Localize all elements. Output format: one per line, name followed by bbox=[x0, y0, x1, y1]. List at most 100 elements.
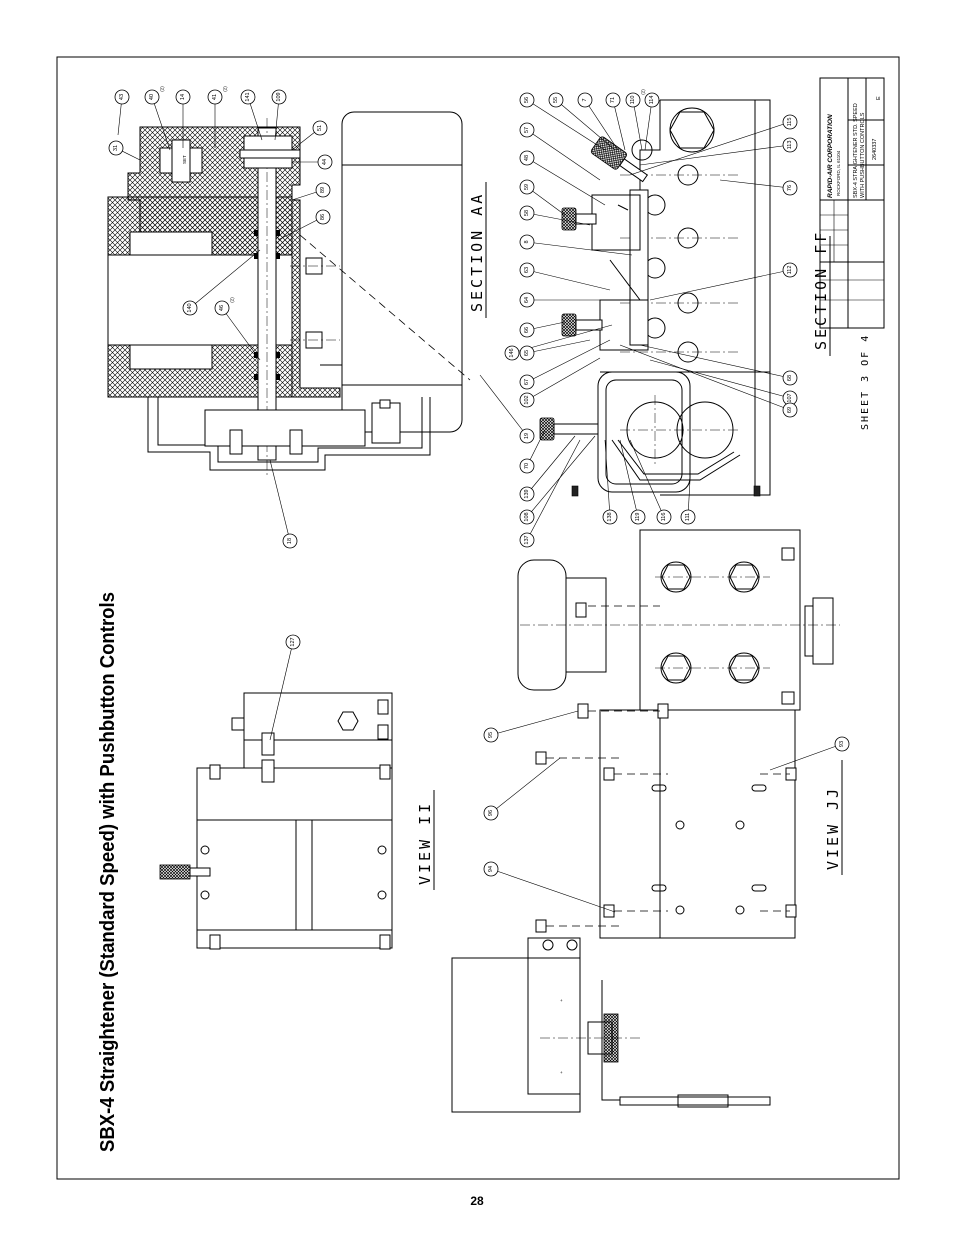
callout-112: 112 bbox=[649, 262, 798, 301]
callout-circle bbox=[519, 532, 535, 548]
callout-115: 115 bbox=[629, 114, 798, 176]
callout-31: 31 bbox=[108, 140, 141, 161]
callout-circle bbox=[782, 370, 798, 386]
callout-number: 59 bbox=[524, 184, 530, 190]
callout-circle bbox=[630, 509, 646, 525]
callout-leader bbox=[526, 129, 601, 181]
callout-circle bbox=[782, 262, 798, 278]
callout-19: 19 bbox=[479, 374, 535, 444]
callout-number: 43 bbox=[119, 94, 125, 100]
sheet-label: SHEET 3 OF 4 bbox=[860, 334, 871, 430]
callout-93: 93 bbox=[769, 736, 850, 771]
callout-137: 137 bbox=[519, 439, 581, 548]
callout-number: 18 bbox=[287, 538, 293, 544]
title-block-drawing-subtitle: WITH PUSHBUTTON CONTROLS bbox=[860, 112, 866, 198]
callout-number: 69 bbox=[787, 407, 793, 413]
callout-95: 95 bbox=[483, 710, 579, 743]
callout-circle bbox=[548, 92, 564, 108]
callout-circle bbox=[782, 402, 798, 418]
section-ff-label: SECTION FF bbox=[812, 230, 830, 350]
callout-leader bbox=[221, 307, 261, 361]
callout-number: 56 bbox=[524, 97, 530, 103]
callout-number: 110 bbox=[630, 96, 636, 105]
callout-leader bbox=[649, 359, 791, 399]
title-block-drawing-title: SBX-4 STRAIGHTENER STD. SPEED bbox=[853, 103, 859, 198]
callout-circle bbox=[285, 634, 301, 650]
callout-circle bbox=[483, 805, 499, 821]
svg-text:+: + bbox=[560, 998, 563, 1003]
callout-circle bbox=[214, 300, 230, 316]
callout-circle bbox=[114, 89, 130, 105]
callout-circle bbox=[680, 509, 696, 525]
callout-number: 86 bbox=[320, 214, 326, 220]
callout-circle bbox=[644, 92, 660, 108]
callout-number: 40 bbox=[149, 94, 155, 100]
callout-65: 65 bbox=[519, 339, 591, 361]
callout-113: 113 bbox=[639, 137, 798, 166]
callout-76: 76 bbox=[719, 179, 798, 196]
callout-circle bbox=[519, 262, 535, 278]
callout-64: 64 bbox=[519, 292, 600, 308]
callout-141: 141 bbox=[240, 89, 263, 141]
callout-circle bbox=[519, 150, 535, 166]
callout-leader bbox=[639, 144, 791, 166]
callout-circle bbox=[519, 458, 535, 474]
callout-18: 18 bbox=[269, 459, 298, 549]
callout-circle bbox=[483, 727, 499, 743]
callout-leader bbox=[490, 757, 561, 814]
section-aa-view: SET SECTION AA bbox=[107, 111, 487, 475]
callout-leader bbox=[619, 344, 791, 411]
callout-number: 116 bbox=[661, 513, 667, 522]
callout-circle bbox=[282, 533, 298, 549]
callout-number: 63 bbox=[524, 267, 530, 273]
callout-circle bbox=[782, 180, 798, 196]
callout-leader bbox=[526, 186, 566, 216]
callout-number: 76 bbox=[787, 185, 793, 191]
callout-number: 108 bbox=[524, 512, 530, 521]
callout-110: 110(2) bbox=[625, 89, 646, 151]
callout-number: 57 bbox=[524, 127, 530, 133]
callout-86: 86 bbox=[277, 209, 331, 241]
callout-circle bbox=[602, 509, 618, 525]
callout-51: 51 bbox=[291, 120, 328, 151]
callout-leader bbox=[612, 99, 626, 151]
callout-circle bbox=[519, 428, 535, 444]
callout-circle bbox=[175, 89, 191, 105]
callout-59: 59 bbox=[519, 179, 566, 216]
title-block: RAPID-AIR CORPORATION ROCKFORD, IL 61104… bbox=[819, 77, 885, 329]
callout-number: 111 bbox=[685, 513, 691, 521]
callout-leader bbox=[526, 357, 601, 401]
callout-number: 119 bbox=[635, 513, 641, 522]
callout-94: 94 bbox=[483, 861, 616, 913]
svg-text:+: + bbox=[560, 1070, 563, 1075]
callout-56: 56 bbox=[519, 92, 606, 151]
callout-circle bbox=[519, 122, 535, 138]
callout-70: 70 bbox=[519, 429, 546, 474]
callout-leader bbox=[526, 339, 611, 383]
callout-circle bbox=[519, 486, 535, 502]
callout-71: 71 bbox=[605, 92, 626, 151]
callout-leader bbox=[526, 269, 611, 291]
callout-108: 108 bbox=[519, 435, 596, 525]
section-ff-view: SECTION FF SHEET 3 OF 4 bbox=[539, 99, 871, 497]
callout-58: 58 bbox=[519, 205, 591, 226]
callout-number: 127 bbox=[290, 637, 296, 646]
callout-102: 102 bbox=[519, 357, 601, 408]
callout-circle bbox=[519, 234, 535, 250]
callout-number: 102 bbox=[524, 395, 530, 404]
callout-leader bbox=[151, 96, 171, 151]
callout-43: 43 bbox=[114, 89, 130, 136]
callout-leader bbox=[247, 96, 263, 141]
callout-number: 64 bbox=[524, 297, 530, 303]
callout-leader bbox=[277, 216, 324, 241]
callout-quantity: (2) bbox=[230, 297, 235, 303]
callout-circle bbox=[519, 179, 535, 195]
callout-circle bbox=[317, 154, 333, 170]
callout-quantity: (2) bbox=[160, 86, 165, 92]
callout-89: 89 bbox=[291, 182, 331, 201]
callout-number: 137 bbox=[524, 535, 530, 544]
callout-circle bbox=[315, 209, 331, 225]
callout-leader bbox=[632, 99, 643, 151]
callout-number: 93 bbox=[839, 741, 845, 747]
callout-leader bbox=[526, 157, 606, 206]
